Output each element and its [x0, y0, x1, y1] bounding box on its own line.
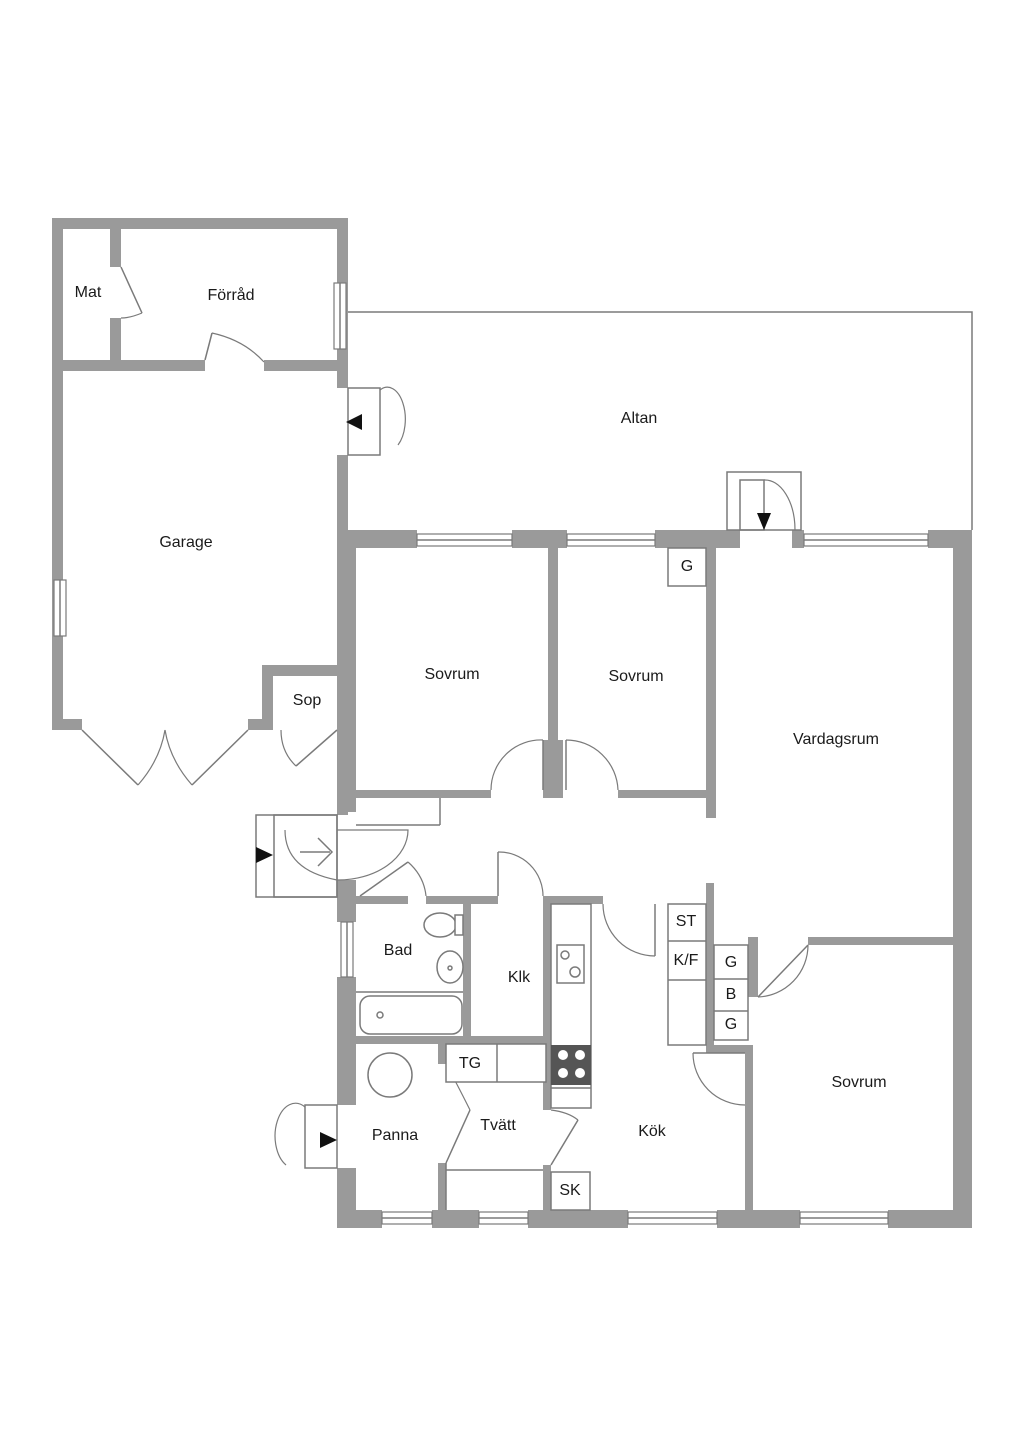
arrow-inside-head-icon	[317, 837, 334, 867]
fixture-labels: G ST K/F G B G TG SK	[459, 558, 737, 1199]
room-label-bad: Bad	[384, 942, 412, 959]
fixture-label-tg: TG	[459, 1055, 481, 1072]
room-label-tvatt: Tvätt	[480, 1117, 516, 1134]
room-label-klk: Klk	[508, 969, 531, 986]
room-label-sovrum-1: Sovrum	[424, 666, 479, 683]
fixture-label-g-top: G	[681, 558, 693, 575]
arrow-panna-icon	[320, 1132, 337, 1148]
room-label-altan: Altan	[621, 410, 657, 427]
fixture-label-sk: SK	[559, 1182, 581, 1199]
room-label-sop: Sop	[293, 692, 322, 709]
fixtures	[356, 547, 749, 1211]
room-labels: Mat Förråd Garage Sop Altan Sovrum Sovru…	[75, 284, 887, 1144]
arrow-garage-icon	[346, 414, 362, 430]
fixture-label-g-2: G	[725, 1016, 737, 1033]
room-label-sovrum-3: Sovrum	[831, 1074, 886, 1091]
fixture-label-st: ST	[676, 913, 697, 930]
arrow-altan-icon	[757, 513, 771, 530]
room-label-mat: Mat	[75, 284, 102, 301]
fixture-label-g-1: G	[725, 954, 737, 971]
room-label-kok: Kök	[638, 1123, 667, 1140]
fixture-label-kf: K/F	[674, 952, 699, 969]
walls	[52, 218, 972, 1228]
windows	[53, 282, 929, 1225]
entry-arrows	[256, 414, 771, 1148]
room-label-vardagsrum: Vardagsrum	[793, 731, 879, 748]
fixture-label-b: B	[726, 986, 737, 1003]
doors	[81, 266, 809, 1169]
room-label-forrad: Förråd	[207, 286, 254, 304]
room-label-panna: Panna	[372, 1127, 418, 1144]
room-label-garage: Garage	[159, 534, 212, 551]
altan-outline	[346, 311, 973, 530]
arrow-front-icon	[256, 847, 273, 863]
room-label-sovrum-2: Sovrum	[608, 668, 663, 685]
